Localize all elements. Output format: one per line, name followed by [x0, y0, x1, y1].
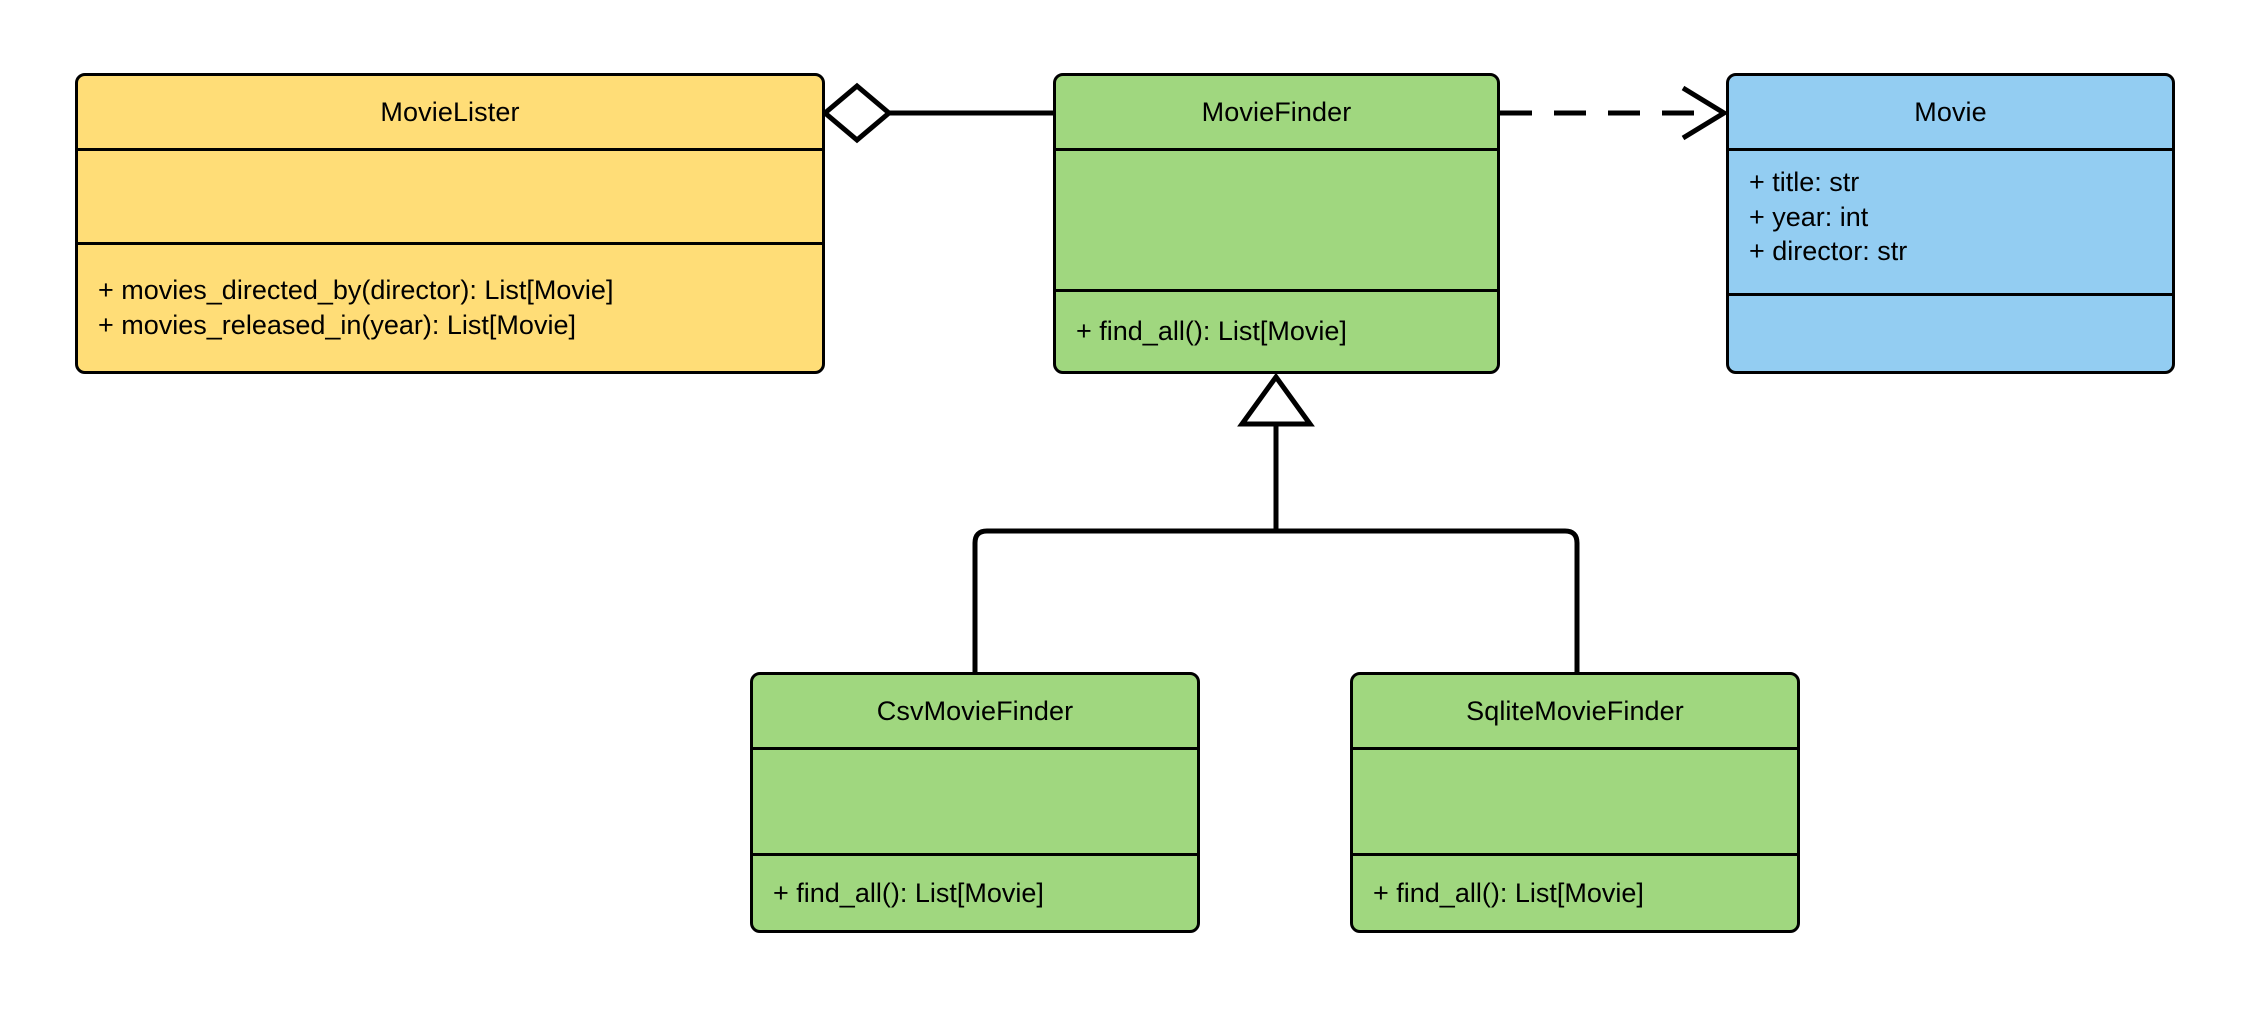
attributes-compartment-sqlite-movie-finder	[1353, 747, 1797, 853]
operations-compartment-sqlite-movie-finder: + find_all(): List[Movie]	[1353, 853, 1797, 930]
class-name-movie-lister: MovieLister	[380, 96, 520, 127]
class-name-movie: Movie	[1914, 96, 1987, 127]
class-box-movie-lister[interactable]: MovieLister + movies_directed_by(directo…	[75, 73, 825, 374]
operation-item: + find_all(): List[Movie]	[773, 877, 1044, 908]
attribute-item: + director: str	[1749, 236, 1908, 267]
class-name-sqlite-movie-finder: SqliteMovieFinder	[1466, 695, 1684, 726]
open-arrow-icon	[1681, 85, 1729, 141]
class-box-csv-movie-finder[interactable]: CsvMovieFinder + find_all(): List[Movie]	[750, 672, 1200, 933]
attributes-compartment-movie: + title: str + year: int + director: str	[1729, 148, 2172, 293]
generalization-edge-group[interactable]	[972, 372, 1580, 672]
generalization-branch-bus	[972, 528, 1580, 672]
operation-item: + find_all(): List[Movie]	[1076, 316, 1347, 347]
operation-item: + find_all(): List[Movie]	[1373, 877, 1644, 908]
operations-compartment-movie	[1729, 293, 2172, 371]
attributes-compartment-csv-movie-finder	[753, 747, 1197, 853]
operations-compartment-csv-movie-finder: + find_all(): List[Movie]	[753, 853, 1197, 930]
attribute-item: + year: int	[1749, 201, 1869, 232]
class-box-movie-finder[interactable]: MovieFinder + find_all(): List[Movie]	[1053, 73, 1500, 374]
class-name-movie-finder: MovieFinder	[1201, 96, 1352, 127]
hollow-triangle-icon	[1237, 372, 1315, 427]
class-box-sqlite-movie-finder[interactable]: SqliteMovieFinder + find_all(): List[Mov…	[1350, 672, 1800, 933]
class-box-movie[interactable]: Movie + title: str + year: int + directo…	[1726, 73, 2175, 374]
attribute-item: + title: str	[1749, 167, 1860, 197]
operation-item: + movies_released_in(year): List[Movie]	[98, 310, 576, 340]
operation-item: + movies_directed_by(director): List[Mov…	[98, 275, 614, 306]
dependency-edge-moviefinder-movie[interactable]	[1500, 85, 1729, 141]
attributes-compartment-movie-lister	[78, 148, 822, 242]
operations-compartment-movie-finder: + find_all(): List[Movie]	[1056, 289, 1497, 371]
class-name-csv-movie-finder: CsvMovieFinder	[876, 695, 1074, 726]
attributes-compartment-movie-finder	[1056, 148, 1497, 289]
operations-compartment-movie-lister: + movies_directed_by(director): List[Mov…	[78, 242, 822, 371]
aggregation-edge-movielister-moviefinder[interactable]	[821, 82, 1053, 144]
hollow-diamond-icon	[821, 82, 893, 144]
